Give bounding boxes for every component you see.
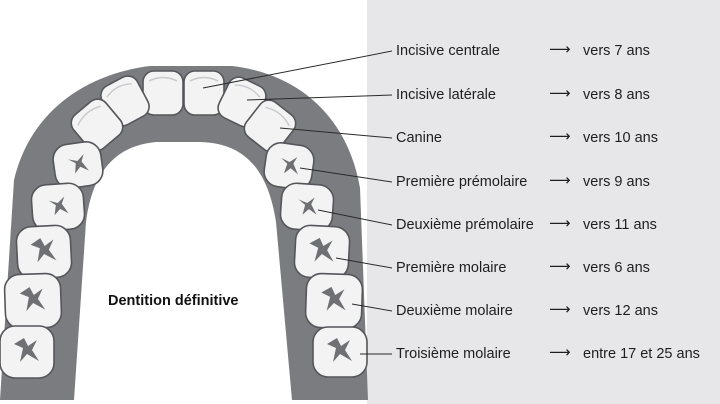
leader-line: [279, 127, 393, 139]
age-deuxieme-premolaire: vers 11 ans: [583, 217, 657, 233]
tooth-icon: [0, 325, 55, 379]
leader-line: [202, 50, 393, 89]
label-deuxieme-molaire: Deuxième molaire: [396, 303, 513, 319]
tooth-icon: [15, 224, 73, 280]
age-incisive-laterale: vers 8 ans: [583, 87, 650, 103]
age-canine: vers 10 ans: [583, 130, 658, 146]
label-deuxieme-premolaire: Deuxième prémolaire: [396, 217, 534, 233]
label-premiere-premolaire: Première prémolaire: [396, 174, 528, 190]
leader-line: [351, 303, 393, 312]
tooth-icon: [243, 99, 297, 153]
arrow-icon: ⟶: [549, 172, 571, 189]
arrow-icon: ⟶: [549, 344, 571, 361]
leader-line: [335, 257, 393, 269]
leader-line: [246, 94, 393, 101]
label-incisive-centrale: Incisive centrale: [396, 43, 500, 59]
age-troisieme-molaire: entre 17 et 25 ans: [583, 346, 700, 362]
arrow-icon: ⟶: [549, 301, 571, 318]
arrow-icon: ⟶: [549, 128, 571, 145]
label-canine: Canine: [396, 130, 442, 146]
label-incisive-laterale: Incisive latérale: [396, 87, 496, 103]
tooth-icon: [3, 272, 63, 330]
arrow-icon: ⟶: [549, 258, 571, 275]
label-premiere-molaire: Première molaire: [396, 260, 507, 276]
tooth-icon: [279, 182, 335, 232]
tooth-icon: [30, 182, 86, 232]
arrow-icon: ⟶: [549, 41, 571, 58]
tooth-icon: [304, 272, 364, 330]
tooth-icon: [70, 98, 124, 152]
tooth-icon: [293, 224, 351, 280]
age-incisive-centrale: vers 7 ans: [583, 43, 650, 59]
age-premiere-molaire: vers 6 ans: [583, 260, 650, 276]
right-panel: [367, 0, 720, 404]
arrow-icon: ⟶: [549, 215, 571, 232]
arrow-icon: ⟶: [549, 85, 571, 102]
age-deuxieme-molaire: vers 12 ans: [583, 303, 658, 319]
tooth-icon: [263, 142, 315, 190]
tooth-icon: [52, 141, 104, 189]
leader-line: [299, 167, 393, 183]
diagram-title: Dentition définitive: [108, 293, 239, 309]
label-troisieme-molaire: Troisième molaire: [396, 346, 511, 362]
tooth-icon: [312, 326, 368, 378]
age-premiere-premolaire: vers 9 ans: [583, 174, 650, 190]
leader-line: [317, 209, 393, 226]
